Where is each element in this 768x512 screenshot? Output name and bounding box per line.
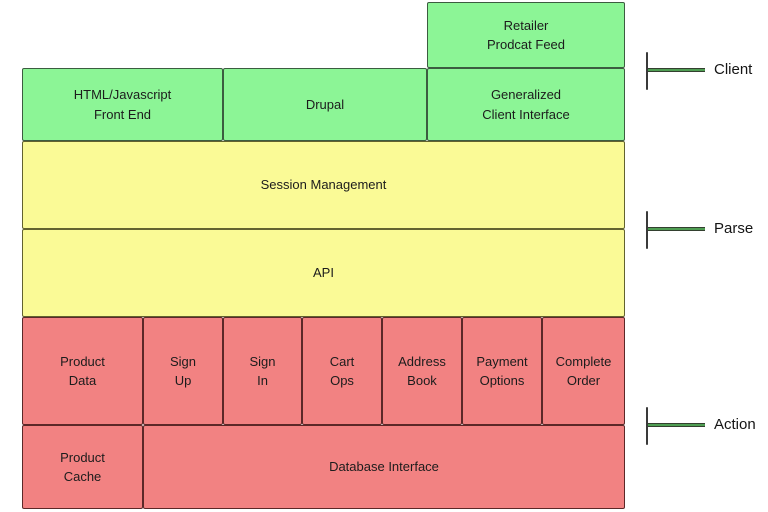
left-arrow-head-icon <box>646 211 648 249</box>
box-cart-ops: Cart Ops <box>302 317 382 425</box>
box-product-cache: Product Cache <box>22 425 143 509</box>
box-session-management: Session Management <box>22 141 625 229</box>
box-sign-in: Sign In <box>223 317 302 425</box>
box-product-data: Product Data <box>22 317 143 425</box>
left-arrow-shaft-icon <box>648 423 705 427</box>
box-payment-options: Payment Options <box>462 317 542 425</box>
box-api: API <box>22 229 625 317</box>
box-generalized-client-interface: Generalized Client Interface <box>427 68 625 141</box>
left-arrow-shaft-icon <box>648 68 705 72</box>
box-complete-order: Complete Order <box>542 317 625 425</box>
box-address-book: Address Book <box>382 317 462 425</box>
action-tier-label: Action <box>714 416 756 433</box>
client-tier-pointer: Client <box>646 52 768 90</box>
parse-tier-label: Parse <box>714 220 754 237</box>
left-arrow-head-icon <box>646 52 648 90</box>
action-tier-pointer: Action <box>646 407 768 445</box>
left-arrow-head-icon <box>646 407 648 445</box>
left-arrow-shaft-icon <box>648 227 705 231</box>
client-tier-label: Client <box>714 61 753 78</box>
box-html-javascript-front-end: HTML/Javascript Front End <box>22 68 223 141</box>
parse-tier-pointer: Parse <box>646 211 768 249</box>
box-database-interface: Database Interface <box>143 425 625 509</box>
box-sign-up: Sign Up <box>143 317 223 425</box>
box-drupal: Drupal <box>223 68 427 141</box>
box-retailer-prodcat-feed: Retailer Prodcat Feed <box>427 2 625 68</box>
